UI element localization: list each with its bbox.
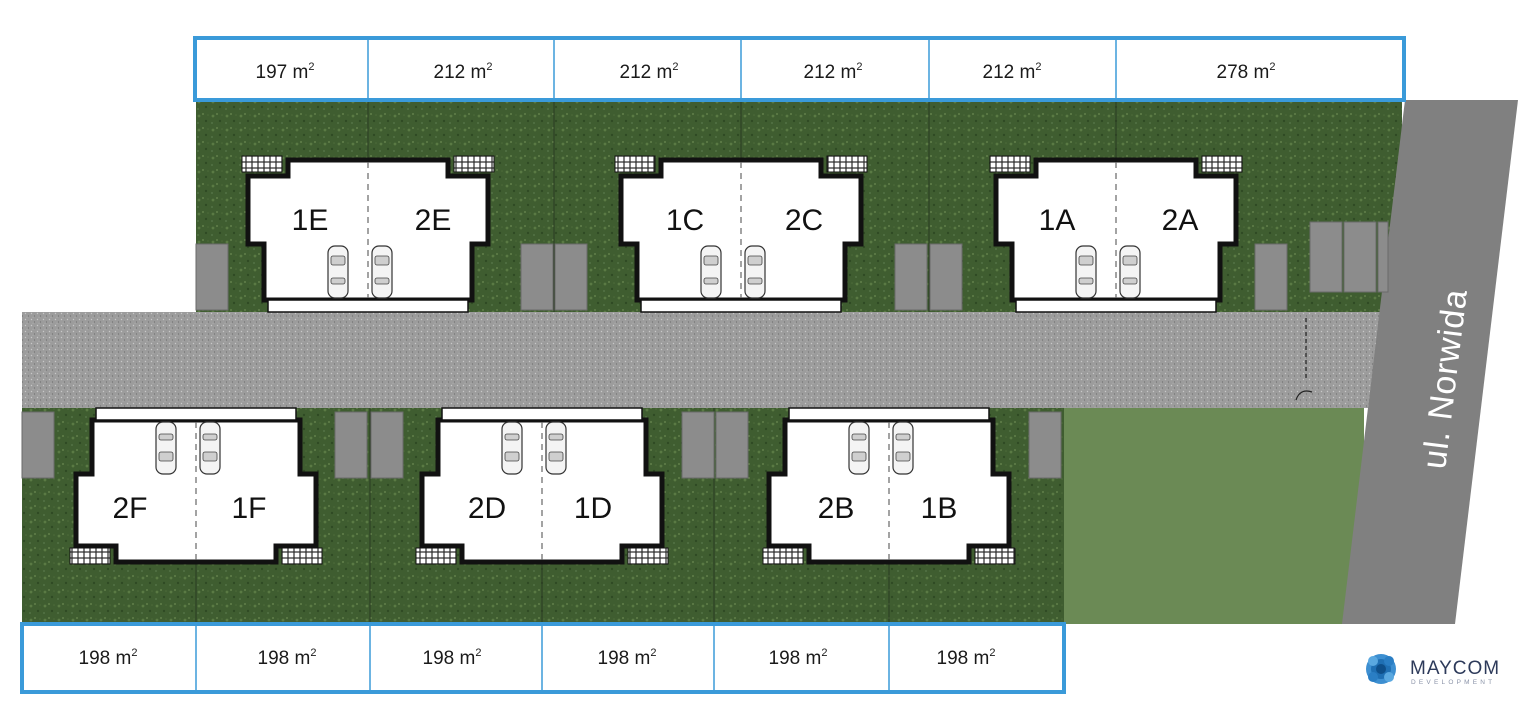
car-icon (700, 245, 722, 299)
twin-house (241, 155, 495, 313)
plot-area-top-1: 197 m2 (256, 61, 315, 83)
plot-area-bottom-5: 198 m2 (769, 647, 828, 669)
top-area-strip (193, 36, 1406, 102)
car-icon (371, 245, 393, 299)
logo-name: MAYCOM (1410, 658, 1500, 679)
plot-area-bottom-3: 198 m2 (423, 647, 482, 669)
street-norwida (1342, 100, 1518, 624)
house-label-1f: 1F (231, 492, 266, 525)
house-label-2c: 2C (785, 204, 823, 237)
logo-mark-icon (1366, 654, 1396, 684)
plot-area-bottom-4: 198 m2 (598, 647, 657, 669)
twin-house (762, 407, 1016, 565)
houses-top (241, 155, 1243, 313)
parking-pads-top (195, 221, 1389, 311)
plot-area-top-4: 212 m2 (804, 61, 863, 83)
house-label-1c: 1C (666, 204, 704, 237)
car-icon (744, 245, 766, 299)
parking-pads-bottom (21, 411, 1062, 479)
plot-area-bottom-1: 198 m2 (79, 647, 138, 669)
house-label-2e: 2E (415, 204, 452, 237)
car-icon (501, 421, 523, 475)
car-icon (155, 421, 177, 475)
car-icon (1119, 245, 1141, 299)
house-label-2f: 2F (112, 492, 147, 525)
plot-area-top-3: 212 m2 (620, 61, 679, 83)
car-icon (892, 421, 914, 475)
car-icon (199, 421, 221, 475)
bottom-area-strip (20, 622, 1066, 694)
house-label-1a: 1A (1039, 204, 1076, 237)
car-icon (1075, 245, 1097, 299)
maycom-logo: MAYCOM DEVELOPMENT (1366, 654, 1500, 686)
twin-house (415, 407, 669, 565)
gate-icon (1295, 318, 1313, 401)
twin-house (614, 155, 868, 313)
plot-area-top-6: 278 m2 (1217, 61, 1276, 83)
plot-area-bottom-2: 198 m2 (258, 647, 317, 669)
plot-area-top-2: 212 m2 (434, 61, 493, 83)
logo-subtitle: DEVELOPMENT (1411, 679, 1495, 686)
house-label-1d: 1D (574, 492, 612, 525)
twin-house (989, 155, 1243, 313)
house-label-1b: 1B (921, 492, 958, 525)
plot-area-bottom-6: 198 m2 (937, 647, 996, 669)
twin-house (69, 407, 323, 565)
access-road (22, 312, 1380, 408)
car-icon (327, 245, 349, 299)
car-icon (545, 421, 567, 475)
lawn-open-plot (1064, 408, 1364, 624)
house-label-2a: 2A (1162, 204, 1199, 237)
house-label-2d: 2D (468, 492, 506, 525)
house-label-2b: 2B (818, 492, 855, 525)
plot-area-top-5: 212 m2 (983, 61, 1042, 83)
car-icon (848, 421, 870, 475)
houses-bottom (69, 407, 1016, 565)
house-label-1e: 1E (292, 204, 329, 237)
